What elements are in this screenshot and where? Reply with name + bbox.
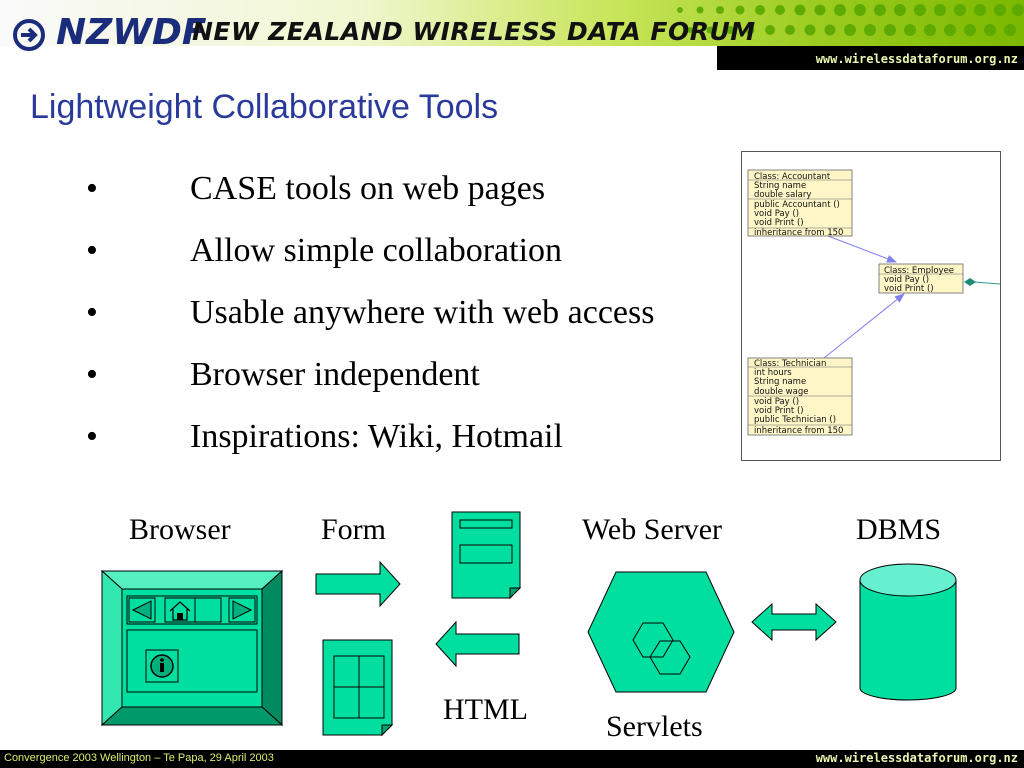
uml-text: double wage [754, 387, 808, 397]
uml-class-employee: Class: Employee void Pay () void Print (… [878, 263, 964, 294]
arrow-left-icon [435, 620, 520, 668]
uml-class-accountant: Class: Accountant String name double sal… [747, 169, 853, 238]
inheritance-line-technician [823, 293, 905, 359]
association-diamond-icon [964, 278, 976, 286]
uml-text: void Pay () [884, 275, 929, 285]
header-url: www.wirelessdataforum.org.nz [815, 52, 1018, 66]
label-web-server: Web Server [582, 513, 723, 546]
uml-text: double salary [754, 190, 811, 200]
uml-text: int hours [754, 368, 792, 378]
home-button-icon [164, 597, 196, 623]
double-arrow-icon [751, 602, 837, 642]
browser-window-icon [100, 569, 284, 727]
header-subtitle: NEW ZEALAND WIRELESS DATA FORUM [192, 17, 756, 46]
slide-footer: Convergence 2003 Wellington – Te Papa, 2… [0, 750, 1024, 768]
uml-text: void Pay () [754, 397, 799, 407]
form-document-icon [451, 511, 522, 600]
slide-title: Lightweight Collaborative Tools [30, 88, 499, 126]
bullet-marker: • [86, 294, 98, 331]
uml-text: void Print () [754, 218, 804, 228]
logo-arrow-icon [13, 19, 45, 51]
uml-text: void Print () [754, 406, 804, 416]
forward-button-icon [228, 597, 256, 623]
uml-text: inheritance from 150 [754, 426, 843, 436]
logo-text: NZWDF [56, 12, 207, 53]
info-icon [145, 649, 179, 683]
uml-text: Class: Accountant [754, 172, 831, 182]
html-document-icon [322, 639, 394, 737]
slide-header: NZWDF NEW ZEALAND WIRELESS DATA FORUM ww… [0, 0, 1024, 70]
arrow-right-icon [315, 560, 401, 608]
bullet-text: Browser independent [190, 356, 480, 393]
bullet-marker: • [86, 232, 98, 269]
uml-text: void Print () [884, 284, 934, 294]
label-html: HTML [443, 693, 528, 726]
uml-text: Class: Employee [884, 266, 954, 276]
uml-text: Class: Technician [754, 359, 826, 369]
header-band [0, 46, 1024, 70]
bullet-text: Allow simple collaboration [190, 232, 563, 269]
footer-text: Convergence 2003 Wellington – Te Papa, 2… [4, 752, 274, 764]
uml-class-diagram: Class: Accountant String name double sal… [741, 151, 1001, 461]
bullet-marker: • [86, 170, 98, 207]
uml-text: void Pay () [754, 209, 799, 219]
bullet-marker: • [86, 356, 98, 393]
uml-diagram-canvas: Class: Accountant String name double sal… [747, 169, 1001, 436]
label-browser: Browser [129, 513, 231, 546]
bullet-text: CASE tools on web pages [190, 170, 546, 207]
uml-text: String name [754, 377, 806, 387]
uml-text: inheritance from 150 [754, 228, 843, 238]
label-servlets: Servlets [606, 710, 703, 743]
database-cylinder-icon [859, 563, 957, 701]
uml-class-technician: Class: Technician int hours String name … [747, 357, 853, 436]
association-line [973, 281, 1001, 285]
bullet-text: Usable anywhere with web access [190, 294, 655, 331]
bullet-marker: • [86, 418, 98, 455]
header-dot-pattern [677, 4, 1024, 36]
footer-url: www.wirelessdataforum.org.nz [815, 751, 1018, 765]
uml-text: String name [754, 181, 806, 191]
uml-text: public Technician () [754, 415, 836, 425]
uml-text: public Accountant () [754, 200, 840, 210]
web-server-hexagon-icon [587, 571, 735, 693]
back-button-icon [128, 597, 156, 623]
bullet-text: Inspirations: Wiki, Hotmail [190, 418, 563, 455]
label-form: Form [321, 513, 387, 546]
inheritance-line-accountant [827, 235, 897, 263]
label-dbms: DBMS [856, 513, 942, 546]
